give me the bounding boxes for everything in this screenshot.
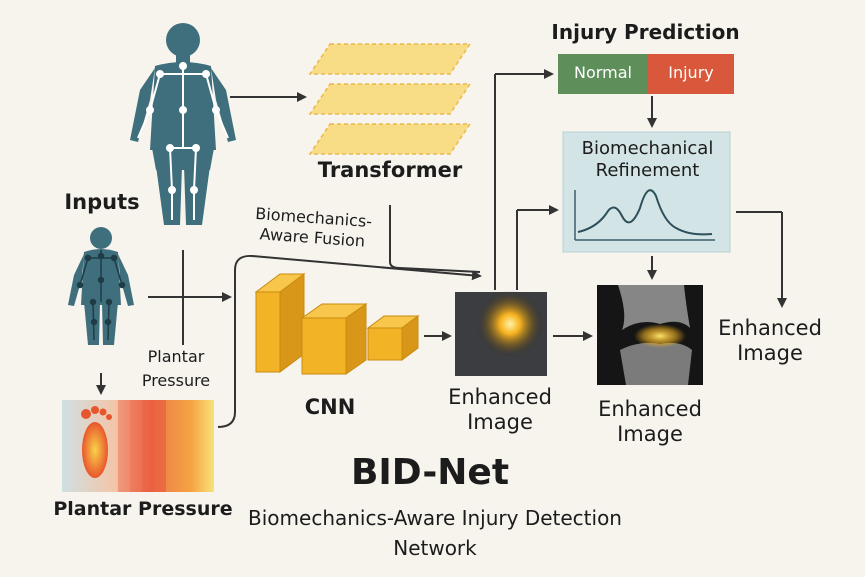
foot-imprint [82, 422, 108, 478]
diagram-subtitle: Biomechanics-Aware Injury Detection Netw… [248, 506, 622, 560]
enhanced-image-label-3: Enhanced Image [718, 316, 822, 365]
connectors [96, 69, 787, 428]
knee-xray-image [597, 285, 703, 385]
injury-prediction-label: Injury Prediction [551, 20, 740, 44]
injury-label: Injury [668, 63, 714, 82]
transformer-layers [308, 43, 472, 155]
normal-label: Normal [574, 63, 632, 82]
refinement-curve [577, 189, 713, 236]
injury-box [648, 54, 734, 94]
plantar-pressure-heatmap [62, 400, 214, 492]
transformer-label: Transformer [317, 158, 463, 182]
diagram-title: BID-Net [350, 452, 510, 493]
enhanced-image-label-1: Enhanced Image [448, 385, 552, 434]
cnn-blocks [254, 273, 420, 375]
skeleton-large [137, 62, 229, 220]
plantar-pressure-bottom-label: Plantar Pressure [53, 498, 233, 520]
enhanced-image-middle [455, 290, 547, 376]
cnn-label: CNN [304, 395, 356, 419]
normal-box [558, 54, 648, 94]
refinement-panel [562, 131, 731, 253]
biomechanical-refinement-label: Biomechanical Refinement [581, 138, 714, 181]
enhanced-image-label-2: Enhanced Image [598, 397, 702, 446]
skeleton-small [76, 250, 126, 341]
plantar-pressure-side-label: Plantar Pressure [141, 347, 211, 390]
inputs-label: Inputs [64, 190, 140, 214]
